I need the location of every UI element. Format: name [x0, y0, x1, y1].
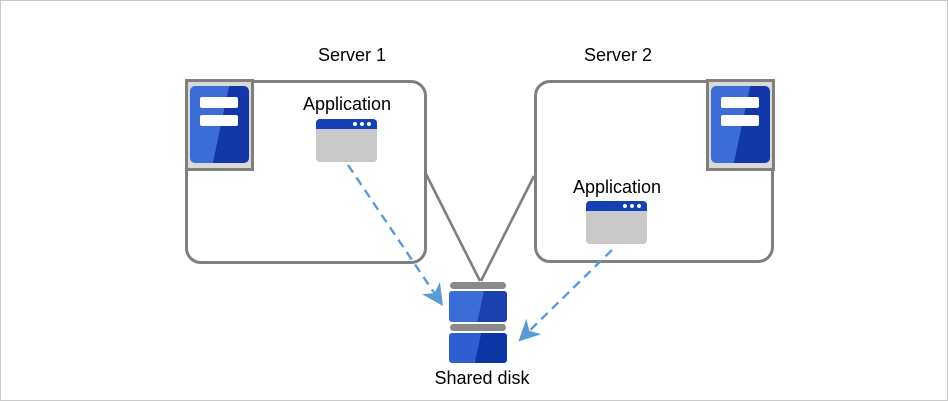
- shared-disk-icon-bar: [450, 324, 506, 331]
- server1-tower-icon: [185, 79, 254, 171]
- server1-application-label: Application: [302, 94, 392, 114]
- window-dot: [367, 122, 371, 126]
- server-tower-body: [711, 86, 770, 163]
- connector-line-server2-disk: [479, 175, 536, 282]
- server-slot: [721, 115, 759, 126]
- server2-title: Server 2: [583, 45, 653, 65]
- window-dot: [637, 204, 641, 208]
- server-slot: [200, 115, 238, 126]
- connector-line-server1-disk: [424, 173, 482, 282]
- server1-title: Server 1: [317, 45, 387, 65]
- window-dot: [623, 204, 627, 208]
- dashed-arrow-application2-disk: [518, 249, 613, 342]
- window-titlebar: [316, 119, 377, 129]
- window-titlebar: [586, 201, 647, 211]
- shared-disk-label: Shared disk: [434, 368, 530, 388]
- window-dot: [353, 122, 357, 126]
- server-slot: [200, 97, 238, 108]
- server2-tower-icon: [706, 79, 775, 171]
- server1-application-window-icon: [316, 119, 377, 162]
- shared-disk-icon-platter: [449, 291, 507, 322]
- server2-application-label: Application: [572, 177, 662, 197]
- server2-application-window-icon: [586, 201, 647, 244]
- window-dot: [630, 204, 634, 208]
- shared-disk-icon-bar: [450, 282, 506, 289]
- server-slot: [721, 97, 759, 108]
- window-dot: [360, 122, 364, 126]
- server-tower-body: [190, 86, 249, 163]
- shared-disk-icon-platter: [449, 333, 507, 363]
